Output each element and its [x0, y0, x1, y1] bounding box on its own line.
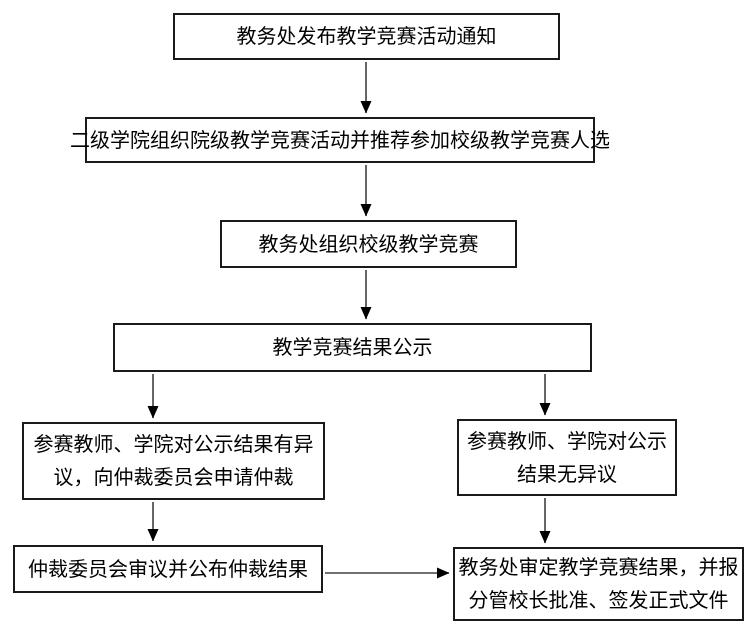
- flow-node-objection: 参赛教师、学院对公示结果有异 议，向仲裁委员会申请仲裁: [22, 422, 325, 500]
- flow-node-notice-text: 教务处发布教学竞赛活动通知: [236, 24, 497, 48]
- flow-node-no-objection-line-2: 结果无异议: [517, 461, 617, 486]
- flow-node-arbitration: 仲裁委员会审议并公布仲裁结果: [13, 545, 323, 593]
- flow-node-arbitration-text: 仲裁委员会审议并公布仲裁结果: [28, 556, 308, 581]
- flow-node-college-competition-text: 二级学院组织院级教学竞赛活动并推荐参加校级教学竞赛人选: [70, 127, 610, 152]
- flow-node-no-objection: 参赛教师、学院对公示 结果无异议: [457, 419, 677, 496]
- flow-node-objection-line-2: 议，向仲裁委员会申请仲裁: [53, 465, 294, 489]
- flow-node-final-approval: 教务处审定教学竞赛结果，并报 分管校长批准、签发正式文件: [453, 547, 744, 621]
- flow-node-school-competition-text: 教务处组织校级教学竞赛: [258, 231, 479, 256]
- flow-node-result-publicity-text: 教学竞赛结果公示: [272, 335, 433, 359]
- flow-node-college-competition: 二级学院组织院级教学竞赛活动并推荐参加校级教学竞赛人选: [70, 117, 610, 163]
- flow-node-final-approval-line-2: 分管校长批准、签发正式文件: [468, 588, 729, 612]
- flow-node-no-objection-line-1: 参赛教师、学院对公示: [467, 428, 667, 453]
- flow-node-school-competition: 教务处组织校级教学竞赛: [220, 220, 517, 268]
- flow-node-objection-line-1: 参赛教师、学院对公示结果有异: [33, 432, 314, 456]
- flow-node-final-approval-line-1: 教务处审定教学竞赛结果，并报: [458, 555, 739, 579]
- flow-node-notice: 教务处发布教学竞赛活动通知: [173, 13, 560, 60]
- flow-node-result-publicity: 教学竞赛结果公示: [113, 323, 592, 372]
